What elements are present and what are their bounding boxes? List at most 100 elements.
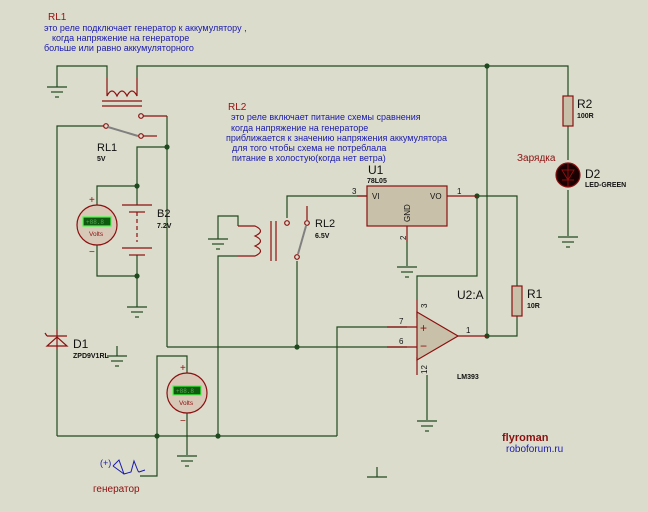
relay-rl1[interactable]: RL1 5V xyxy=(97,78,167,163)
u1-pin-number: 1 xyxy=(457,187,462,196)
ground-icon xyxy=(397,266,417,278)
credits: flyroman roboforum.ru xyxy=(502,432,563,455)
relay-contact xyxy=(138,113,144,119)
u1-pin-number: 2 xyxy=(399,235,408,240)
u1-pin-vi: VI xyxy=(372,192,380,201)
junction-dot xyxy=(294,344,300,350)
wire xyxy=(136,146,167,186)
note-rl1-line: это реле подключает генератор к аккумуля… xyxy=(44,23,247,33)
rl1-value: 5V xyxy=(97,156,106,163)
regulator-u1[interactable]: U1 78L05 VI VO GND 3 1 2 xyxy=(352,163,477,242)
u2-pin-number: 12 xyxy=(420,365,429,374)
u2-pin-number: 3 xyxy=(420,303,429,308)
voltmeter-plus: + xyxy=(180,363,186,374)
d2-value: LED-GREEN xyxy=(585,182,626,189)
ground-icon xyxy=(47,80,67,98)
note-rl2: RL2 это реле включает питание схемы срав… xyxy=(226,102,447,163)
b2-value: 7.2V xyxy=(157,223,172,230)
u1-ref: U1 xyxy=(368,163,384,177)
rl2-ref: RL2 xyxy=(315,218,335,230)
note-rl2-title: RL2 xyxy=(228,102,247,113)
junction-dot xyxy=(134,183,140,189)
note-rl2-line: питание в холостую(когда нет ветра) xyxy=(232,153,386,163)
ground-icon xyxy=(177,455,197,467)
note-rl2-line: когда напряжение на генераторе xyxy=(231,123,368,133)
wire xyxy=(416,196,478,300)
relay-switch-arm xyxy=(297,225,307,255)
resistor-body xyxy=(562,95,574,127)
d1-ref: D1 xyxy=(73,337,89,351)
generator-icon xyxy=(112,459,146,475)
resistor-r2[interactable]: R2 100R xyxy=(562,95,594,127)
relay-contact xyxy=(294,254,300,260)
relay-coil-icon xyxy=(238,225,262,257)
generator-label: генератор xyxy=(93,484,140,495)
generator[interactable]: (+) генератор xyxy=(93,458,146,495)
ground-icon xyxy=(558,236,578,248)
d2-ref: D2 xyxy=(585,167,601,181)
relay-rl2[interactable]: RL2 6.5V xyxy=(238,206,335,261)
comparator-minus: − xyxy=(420,339,427,353)
relay-coil-icon xyxy=(106,78,138,98)
ground-icon xyxy=(417,420,437,432)
junction-dot xyxy=(134,273,140,279)
voltmeter-minus: − xyxy=(180,416,186,427)
u1-pin-number: 3 xyxy=(352,187,357,196)
r2-ref: R2 xyxy=(577,97,593,111)
note-rl1-line: больше или равно аккумуляторного xyxy=(44,43,194,53)
voltmeter-reading: +88.8 xyxy=(176,388,194,395)
junction-dot xyxy=(164,144,170,150)
voltmeter-reading: +88.8 xyxy=(86,219,104,226)
note-rl2-line: приближается к значению напряжения аккум… xyxy=(226,133,447,143)
wire xyxy=(140,436,158,477)
u2-pin-number: 7 xyxy=(399,317,404,326)
led-d2[interactable]: Зарядка D2 LED-GREEN xyxy=(517,153,626,189)
voltmeter-display xyxy=(172,385,202,396)
voltmeter-2[interactable]: + − +88.8 Volts xyxy=(166,363,208,427)
comparator-u2a[interactable]: + − 3 7 6 1 12 U2:A LM393 xyxy=(387,288,487,381)
wire xyxy=(96,245,137,277)
u2-ref: U2:A xyxy=(457,288,484,302)
relay-contact xyxy=(304,220,310,226)
b2-ref: B2 xyxy=(157,208,170,220)
u1-value: 78L05 xyxy=(367,178,387,185)
voltmeter-display xyxy=(82,216,112,227)
wire xyxy=(217,255,238,436)
regulator-body xyxy=(366,185,448,227)
generator-polarity: (+) xyxy=(100,458,111,468)
note-rl1-line: когда напряжение на генераторе xyxy=(52,33,189,43)
zener-d1[interactable]: D1 ZPD9V1RL xyxy=(44,330,110,360)
wire xyxy=(217,215,239,236)
junction-dot xyxy=(154,433,160,439)
r1-value: 10R xyxy=(527,303,540,310)
battery-b2[interactable]: B2 7.2V xyxy=(122,204,172,256)
relay-contact xyxy=(138,133,144,139)
ground-icon xyxy=(127,303,147,318)
voltmeter-plus: + xyxy=(89,195,95,206)
wire xyxy=(96,185,137,205)
comparator-triangle xyxy=(416,310,460,362)
voltmeter-unit: Volts xyxy=(89,231,104,238)
wire xyxy=(156,355,188,436)
ground-icon xyxy=(107,355,127,367)
resistor-r1[interactable]: R1 10R xyxy=(511,285,543,317)
ground-icon xyxy=(208,236,228,250)
voltmeter-1[interactable]: + − +88.8 Volts xyxy=(76,195,118,258)
u1-pin-vo: VO xyxy=(430,192,442,201)
d1-value: ZPD9V1RL xyxy=(73,353,110,360)
credits-author: flyroman xyxy=(502,432,549,444)
voltmeter-minus: − xyxy=(89,247,95,258)
ground-icon xyxy=(367,467,387,478)
comparator-plus: + xyxy=(420,321,427,335)
u2-pin-number: 6 xyxy=(399,337,404,346)
note-rl2-line: это реле включает питание схемы сравнени… xyxy=(231,112,421,122)
wire xyxy=(477,195,518,286)
led-label: Зарядка xyxy=(517,153,556,164)
voltmeter-unit: Volts xyxy=(179,400,194,407)
u2-pin-number: 1 xyxy=(466,326,471,335)
note-rl1: RL1 это реле подключает генератор к акку… xyxy=(44,12,247,53)
ground-symbols xyxy=(47,80,578,478)
wires xyxy=(56,65,569,477)
zener-diode-icon xyxy=(45,336,69,347)
